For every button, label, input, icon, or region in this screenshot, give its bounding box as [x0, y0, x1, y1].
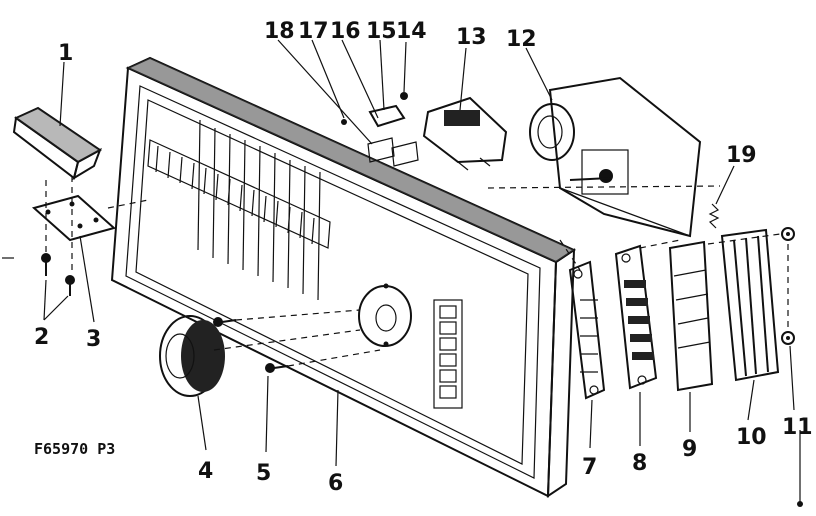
callout-2: 2 — [34, 325, 49, 350]
mounting-bracket — [31, 194, 117, 242]
indicator-strip — [147, 139, 331, 249]
callout-14: 14 — [396, 19, 427, 44]
button-bracket-7 — [568, 260, 606, 400]
callout-1: 1 — [58, 41, 73, 66]
callout-3: 3 — [86, 327, 101, 352]
callout-16: 16 — [330, 19, 361, 44]
callout-11: 11 — [782, 415, 813, 440]
small-parts — [341, 92, 419, 167]
nuts-11 — [781, 227, 795, 345]
control-knob — [159, 315, 225, 397]
assembly-lines — [45, 176, 789, 367]
contact-plate-9 — [668, 240, 714, 392]
callout-19: 19 — [726, 143, 757, 168]
figure-code: F65970 P3 — [34, 440, 115, 458]
callout-8: 8 — [632, 451, 647, 476]
switch-bank-8 — [614, 244, 658, 390]
timer-assembly — [529, 76, 702, 238]
callout-6: 6 — [328, 471, 343, 496]
dial-opening — [358, 283, 412, 347]
callout-5: 5 — [256, 461, 271, 486]
spring-19 — [708, 203, 720, 229]
callout-13: 13 — [456, 25, 487, 50]
trim-handle — [12, 106, 102, 181]
push-buttons — [433, 299, 463, 409]
callout-15: 15 — [366, 19, 397, 44]
callout-4: 4 — [198, 459, 213, 484]
control-panel — [110, 56, 577, 498]
callout-10: 10 — [736, 425, 767, 450]
callout-12: 12 — [506, 27, 537, 52]
scale-marks — [197, 119, 321, 301]
terminal-block-10 — [720, 228, 780, 382]
callout-17: 17 — [298, 19, 329, 44]
callout-18: 18 — [264, 19, 295, 44]
switch-13 — [422, 96, 508, 171]
bracket-screws — [41, 253, 75, 296]
callout-9: 9 — [682, 437, 697, 462]
panel-screws — [213, 317, 289, 373]
callout-labels: 1 2 3 4 5 6 7 8 9 10 11 12 13 14 15 16 1… — [34, 19, 813, 496]
leader-lines — [43, 39, 795, 467]
callout-7: 7 — [582, 455, 597, 480]
